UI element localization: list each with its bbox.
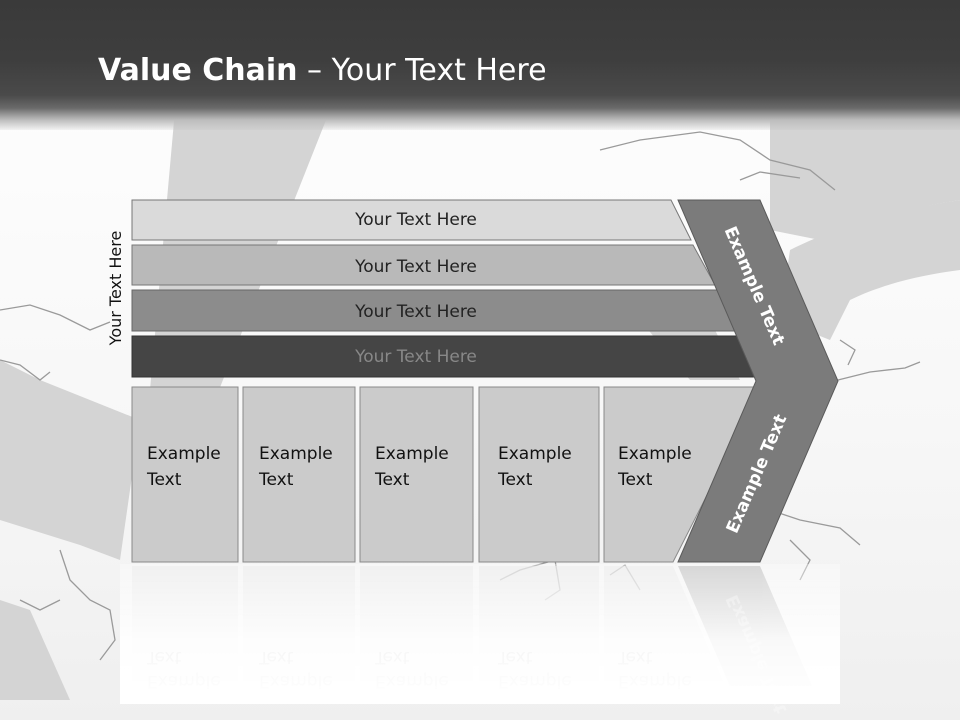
support-bar-shape bbox=[131, 199, 692, 241]
title-bold: Value Chain bbox=[98, 53, 298, 88]
primary-box-line1: Example bbox=[498, 444, 572, 464]
primary-box-line1: Example bbox=[618, 444, 692, 464]
support-bar: Your Text Here bbox=[131, 244, 716, 286]
primary-box: Example Text bbox=[478, 386, 600, 563]
side-label: Your Text Here bbox=[106, 231, 125, 347]
primary-box-shape bbox=[359, 386, 474, 563]
support-bar-label: Your Text Here bbox=[354, 302, 477, 322]
primary-box-shape bbox=[242, 386, 356, 563]
support-bar: Your Text Here bbox=[131, 289, 740, 332]
support-bars: Your Text Here Your Text Here Your Text … bbox=[131, 199, 764, 378]
reflection-fade bbox=[120, 564, 840, 704]
support-bar-label: Your Text Here bbox=[354, 257, 477, 277]
primary-box-line2: Text bbox=[617, 470, 653, 490]
primary-box-line1: Example bbox=[259, 444, 333, 464]
support-bar: Your Text Here bbox=[131, 335, 764, 378]
primary-box-shape bbox=[131, 386, 239, 563]
margin-chevron: Example Text Example Text bbox=[677, 199, 839, 563]
primary-box: Example Text bbox=[131, 386, 239, 563]
margin-chevron-shape bbox=[677, 199, 839, 563]
primary-box-shape bbox=[603, 386, 763, 563]
page-title: Value Chain – Your Text Here bbox=[98, 53, 547, 88]
support-bar: Your Text Here bbox=[131, 199, 692, 241]
title-rest: – Your Text Here bbox=[297, 53, 547, 88]
primary-box: Example Text bbox=[242, 386, 356, 563]
primary-box: Example Text bbox=[603, 386, 763, 563]
support-bar-label: Your Text Here bbox=[354, 347, 477, 367]
primary-box: Example Text bbox=[359, 386, 474, 563]
primary-boxes: Example Text Example Text Example Text E… bbox=[131, 386, 763, 563]
header-band bbox=[0, 0, 960, 130]
primary-box-line2: Text bbox=[374, 470, 410, 490]
primary-box-line2: Text bbox=[258, 470, 294, 490]
primary-box-line2: Text bbox=[146, 470, 182, 490]
primary-box-line1: Example bbox=[147, 444, 221, 464]
primary-box-line2: Text bbox=[497, 470, 533, 490]
primary-box-shape bbox=[478, 386, 600, 563]
primary-box-line1: Example bbox=[375, 444, 449, 464]
support-bar-label: Your Text Here bbox=[354, 210, 477, 230]
